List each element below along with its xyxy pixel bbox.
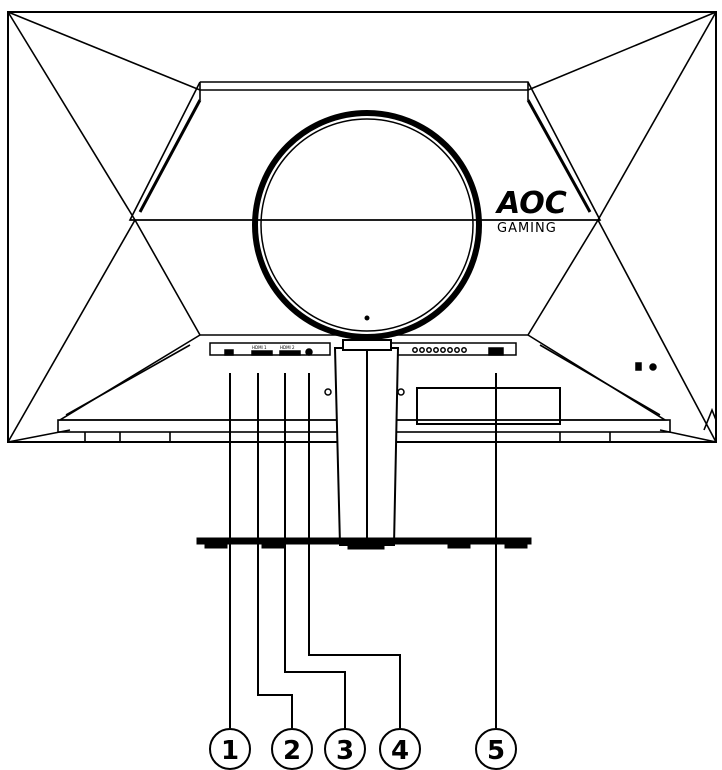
vesa-mount-circle	[252, 110, 482, 340]
leader-4	[308, 373, 401, 728]
leader-3	[284, 373, 346, 728]
callout-number-1: 1	[221, 736, 239, 766]
callout-number-4: 4	[391, 736, 409, 766]
port-panel	[209, 342, 657, 425]
stand-neck	[333, 339, 400, 546]
aoc-gaming-logo: AOC GAMING	[495, 186, 567, 236]
port-label-hdmi1: HDMI 1	[252, 345, 267, 350]
control-buttons	[412, 347, 467, 353]
callout-circles	[209, 728, 517, 770]
callout-number-5: 5	[487, 736, 505, 766]
logo-tagline: GAMING	[497, 221, 557, 236]
leader-2	[257, 373, 293, 728]
callout-leaders	[229, 373, 497, 728]
monitor-panel-lines	[7, 11, 717, 443]
logo-brand: AOC	[495, 186, 567, 221]
callout-number-2: 2	[283, 736, 301, 766]
stand-base	[196, 537, 532, 550]
port-labels: HDMI 1 HDMI 2	[252, 345, 295, 350]
callout-numbers: 1 2 3 4 5	[221, 736, 505, 766]
callout-number-3: 3	[336, 736, 354, 766]
port-label-hdmi2: HDMI 2	[280, 345, 295, 350]
